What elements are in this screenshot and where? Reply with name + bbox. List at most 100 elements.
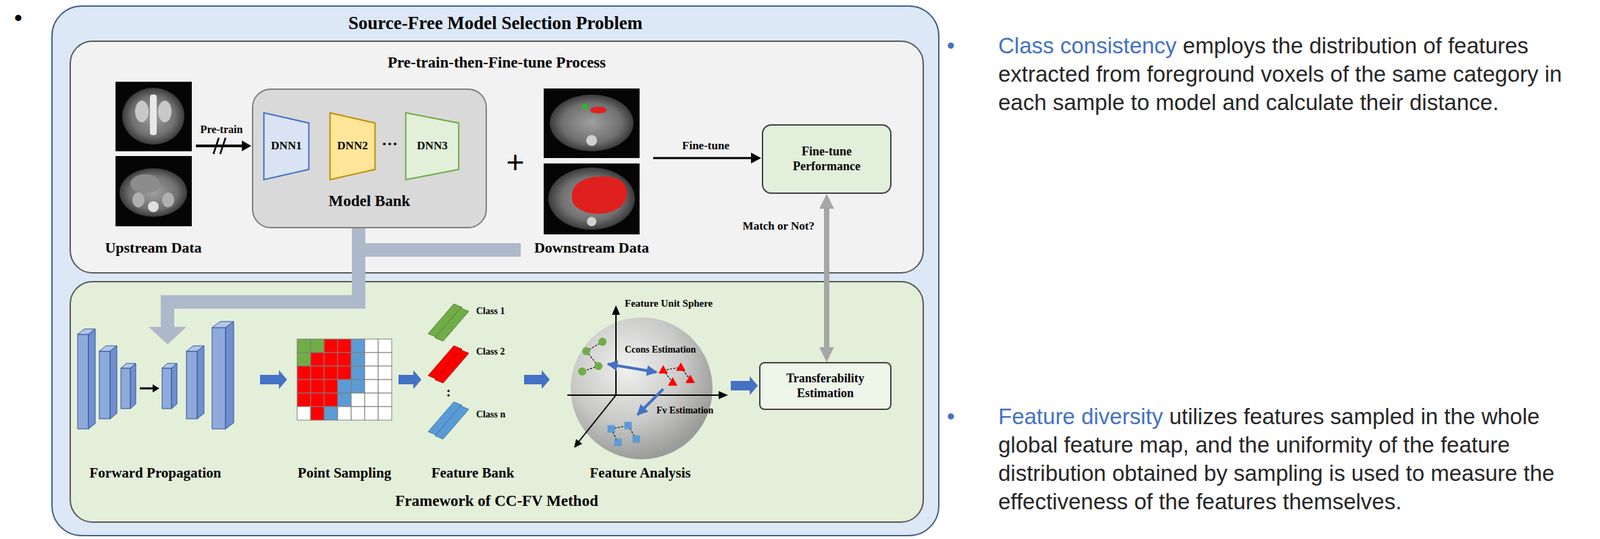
feature-flow-band <box>148 228 521 345</box>
feature-flow-band <box>148 326 187 345</box>
cluster-links <box>663 367 681 371</box>
sampling-grid <box>351 406 365 421</box>
network-slabs <box>212 327 226 429</box>
estimation-arrows <box>607 364 664 415</box>
bullet: • <box>14 4 23 32</box>
sampling-grid <box>337 366 352 380</box>
class-points <box>685 374 695 384</box>
model-bank-box: Model BankDNN1DNN2DNN3 <box>251 88 487 229</box>
feature-sphere <box>570 317 713 460</box>
network-slabs <box>77 328 96 335</box>
network-slabs <box>120 368 131 409</box>
sampling-grid <box>351 352 365 367</box>
estimation-label: Ccons Estimation <box>624 344 696 356</box>
class-points <box>624 422 633 430</box>
cluster-links <box>582 366 599 372</box>
node-label: Pre-train-then-Fine-tune Process <box>387 53 606 73</box>
upstream-ct-image <box>162 192 175 208</box>
sampling-grid <box>310 393 325 407</box>
feature-axes <box>611 305 621 315</box>
dnn-trapezoid-outline <box>264 112 310 180</box>
sampling-grid <box>324 366 338 380</box>
description-text: utilizes features sampled in the whole g… <box>998 402 1593 516</box>
class-ellipsis: : <box>446 384 452 400</box>
class-points <box>598 337 607 346</box>
sampling-grid <box>297 339 392 421</box>
downstream-ct-image <box>590 106 607 114</box>
feature-axes <box>718 391 729 400</box>
data-label: Downstream Data <box>534 239 650 256</box>
feature-axes <box>574 439 583 448</box>
node-label: Source-Free Model Selection Problem <box>348 12 643 34</box>
class-points <box>594 362 603 371</box>
upstream-ct-image <box>149 94 157 136</box>
feature-flow-band <box>358 243 521 257</box>
node-label: Fine-tune Performance <box>769 144 884 174</box>
sampling-grid <box>297 339 311 353</box>
upstream-ct-image <box>130 174 161 194</box>
feature-sphere <box>570 317 713 460</box>
network-slabs <box>225 321 234 429</box>
cluster-links <box>611 428 618 443</box>
downstream-ct-image <box>582 104 588 110</box>
bullet: • <box>946 31 956 61</box>
sampling-grid <box>324 379 338 394</box>
data-label: Upstream Data <box>104 239 202 256</box>
ellipsis: ··· <box>381 135 398 154</box>
pretrain-arrow <box>195 137 252 154</box>
downstream-ct-image <box>572 176 628 214</box>
block-arrows <box>260 370 758 396</box>
stage-label: Forward Propagation <box>89 464 221 481</box>
sampling-grid <box>378 352 392 367</box>
sampling-grid <box>351 379 365 394</box>
performance-box: Fine-tune Performance <box>761 124 892 194</box>
sampling-grid <box>364 352 379 367</box>
sampling-grid <box>351 393 365 407</box>
downstream-ct-image <box>586 135 598 146</box>
class-points <box>676 362 686 372</box>
class-label: Class 1 <box>476 305 505 317</box>
sampling-grid <box>310 352 325 367</box>
pretrain-arrow <box>213 137 219 154</box>
block-arrows <box>524 370 550 390</box>
sampling-grid <box>337 339 352 353</box>
sampling-grid <box>324 339 338 353</box>
match-connector <box>823 208 830 348</box>
node-label: DNN3 <box>416 139 448 153</box>
network-slabs <box>77 321 234 429</box>
upstream-ct-image <box>119 168 188 217</box>
sampling-grid <box>378 366 392 380</box>
node-label: Transferability Estimation <box>765 371 885 401</box>
upstream-ct-image <box>115 81 192 152</box>
sampling-grid <box>364 379 379 394</box>
dnn-trapezoid-outline <box>330 112 376 180</box>
sampling-grid <box>297 379 311 394</box>
sampling-grid <box>378 393 392 407</box>
class-points <box>614 439 623 447</box>
sampling-grid <box>324 406 338 421</box>
dnn-trapezoid-outline <box>405 112 459 180</box>
upstream-ct-image <box>122 87 185 145</box>
upstream-ct-image <box>115 81 192 152</box>
feature-axes <box>567 305 729 448</box>
feature-bank-slabs <box>428 345 462 379</box>
dnn-trapezoid: DNN2 <box>329 112 376 181</box>
cluster-links <box>586 341 603 352</box>
upstream-ct-image <box>132 192 145 208</box>
downstream-ct-image <box>543 88 640 159</box>
block-arrows <box>730 376 758 396</box>
description-text: employs the distribution of features ext… <box>998 31 1593 117</box>
node-label: DNN2 <box>337 139 368 153</box>
sampling-grid <box>324 393 338 407</box>
outer-panel: Source-Free Model Selection Problem <box>51 5 940 537</box>
small-arrow <box>139 387 154 390</box>
plus-sign: + <box>506 144 525 181</box>
sampling-grid <box>297 366 311 380</box>
network-slabs <box>197 345 204 419</box>
pretrain-arrow <box>220 137 226 154</box>
feature-bank-slabs <box>428 303 462 338</box>
downstream-ct-image <box>543 88 640 159</box>
sampling-grid <box>297 352 311 367</box>
network-slabs <box>171 363 177 409</box>
sampling-grid <box>310 366 325 380</box>
